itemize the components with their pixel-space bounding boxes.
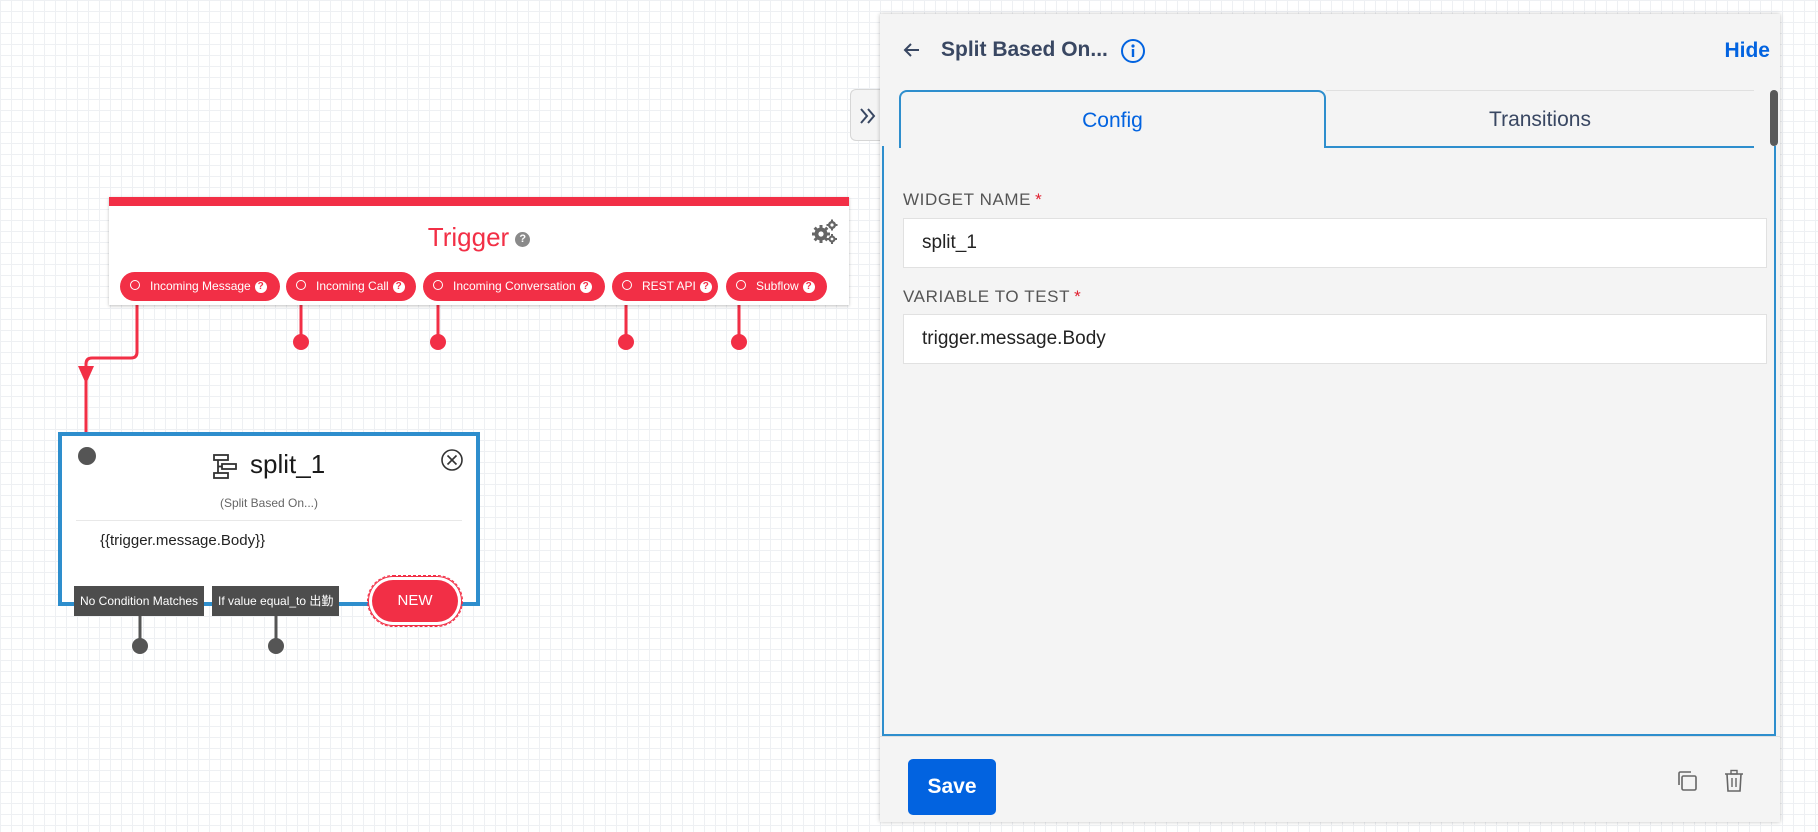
help-icon[interactable]: ? (579, 280, 592, 293)
trigger-output-rest-api[interactable]: REST API? (612, 272, 718, 301)
help-icon[interactable]: ? (254, 280, 267, 293)
new-transition-button[interactable]: NEW (367, 575, 463, 627)
connector-handle[interactable] (731, 334, 747, 350)
trigger-title-text: Trigger (427, 222, 510, 252)
back-arrow-icon[interactable] (902, 42, 922, 63)
info-icon[interactable] (1120, 38, 1146, 69)
split-title: split_1 (62, 449, 476, 480)
required-mark: * (1035, 190, 1043, 209)
close-circle-icon[interactable] (440, 448, 464, 477)
output-label: Incoming Conversation (453, 279, 576, 293)
config-form: WIDGET NAME* VARIABLE TO TEST* (882, 146, 1776, 736)
split-title-text: split_1 (250, 449, 326, 479)
help-icon[interactable]: ? (392, 280, 405, 293)
connector-handle[interactable] (430, 334, 446, 350)
input-handle[interactable] (78, 447, 96, 465)
condition-no-match[interactable]: No Condition Matches (74, 586, 205, 616)
collapse-panel-button[interactable] (850, 89, 884, 141)
tab-config[interactable]: Config (899, 90, 1326, 148)
output-radio-icon (736, 280, 746, 290)
help-icon[interactable]: ? (699, 280, 712, 293)
label-text: VARIABLE TO TEST (903, 287, 1071, 306)
output-radio-icon (130, 280, 140, 290)
output-radio-icon (622, 280, 632, 290)
trigger-widget[interactable]: Trigger? Incoming Message? In (109, 197, 849, 305)
output-label: Incoming Call (316, 279, 389, 293)
panel-footer: Save (880, 736, 1780, 823)
split-widget[interactable]: split_1 (Split Based On...) {{trigger.me… (58, 432, 480, 606)
connector-handle[interactable] (618, 334, 634, 350)
widget-config-panel: Split Based On... Hide Transitions Confi… (880, 14, 1780, 822)
condition-equal-to[interactable]: If value equal_to 出勤 (212, 586, 340, 616)
output-label: Subflow (756, 279, 799, 293)
divider (76, 520, 462, 521)
gears-icon[interactable] (811, 218, 839, 251)
save-button[interactable]: Save (908, 759, 996, 815)
trigger-title: Trigger? (109, 222, 849, 253)
scrollbar[interactable] (1770, 90, 1778, 146)
tab-transitions[interactable]: Transitions (1326, 90, 1754, 148)
help-icon[interactable]: ? (515, 231, 531, 247)
connector-handle[interactable] (293, 334, 309, 350)
split-subtitle: (Split Based On...) (219, 496, 319, 510)
output-radio-icon (296, 280, 306, 290)
trigger-output-subflow[interactable]: Subflow? (726, 272, 827, 301)
output-radio-icon (433, 280, 443, 290)
variable-to-test-label: VARIABLE TO TEST* (903, 287, 1081, 307)
output-label: Incoming Message (150, 279, 251, 293)
hide-link[interactable]: Hide (1724, 39, 1770, 62)
connector-handle[interactable] (268, 638, 284, 654)
split-icon (212, 449, 250, 480)
required-mark: * (1074, 287, 1082, 306)
double-chevron-right-icon (858, 106, 878, 131)
split-variable: {{trigger.message.Body}} (100, 532, 266, 549)
output-label: REST API (642, 279, 696, 293)
widget-name-label: WIDGET NAME* (903, 190, 1042, 210)
panel-title: Split Based On... (941, 38, 1108, 61)
trigger-output-incoming-call[interactable]: Incoming Call? (286, 272, 416, 301)
copy-icon[interactable] (1675, 769, 1699, 798)
trigger-output-incoming-message[interactable]: Incoming Message? (120, 272, 280, 301)
widget-name-input[interactable] (903, 218, 1767, 268)
connector-handle[interactable] (132, 638, 148, 654)
label-text: WIDGET NAME (903, 190, 1032, 209)
panel-header: Split Based On... Hide (880, 14, 1780, 90)
variable-to-test-input[interactable] (903, 314, 1767, 364)
trigger-output-incoming-conversation[interactable]: Incoming Conversation? (423, 272, 605, 301)
trash-icon[interactable] (1723, 769, 1745, 798)
help-icon[interactable]: ? (802, 280, 815, 293)
